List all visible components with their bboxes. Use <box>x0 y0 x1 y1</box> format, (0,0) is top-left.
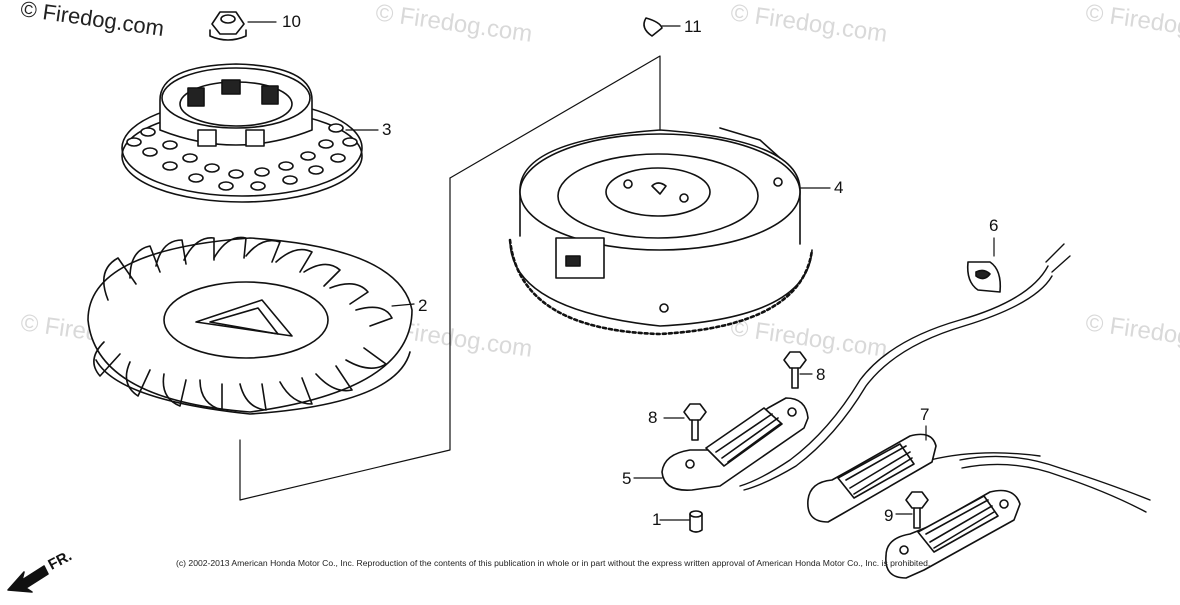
callout-part-8: 8 <box>648 408 658 427</box>
callout-part-5: 5 <box>622 469 632 488</box>
callout-part-6: 6 <box>989 216 999 235</box>
fan-cover-part <box>121 63 363 203</box>
cooling-fan-part <box>87 236 413 415</box>
callout-part-7: 7 <box>920 405 930 424</box>
flywheel-part <box>508 127 814 336</box>
callout-part-9: 9 <box>884 506 894 525</box>
copyright-notice: (c) 2002-2013 American Honda Motor Co., … <box>176 558 931 568</box>
flange-nut-part <box>209 11 247 41</box>
callout-part-11: 11 <box>684 17 702 36</box>
direction-arrow-icon <box>7 565 49 593</box>
callout-part-4: 4 <box>834 178 844 197</box>
exciter-coil-part <box>807 433 1021 579</box>
callout-part-10: 10 <box>282 12 301 31</box>
bolt-part <box>683 403 707 441</box>
dowel-pin-part <box>689 510 703 533</box>
callout-part-8: 8 <box>816 365 826 384</box>
callout-part-3: 3 <box>382 120 392 139</box>
woodruff-key-part <box>643 17 663 37</box>
callout-part-2: 2 <box>418 296 428 315</box>
bolt-part <box>783 351 807 389</box>
leader-lines <box>247 21 995 521</box>
grommet-part <box>966 261 1002 293</box>
callout-part-1: 1 <box>652 510 662 529</box>
lead-wires <box>739 243 1151 513</box>
bolt-part <box>905 491 929 529</box>
charge-coil-part <box>661 397 809 491</box>
